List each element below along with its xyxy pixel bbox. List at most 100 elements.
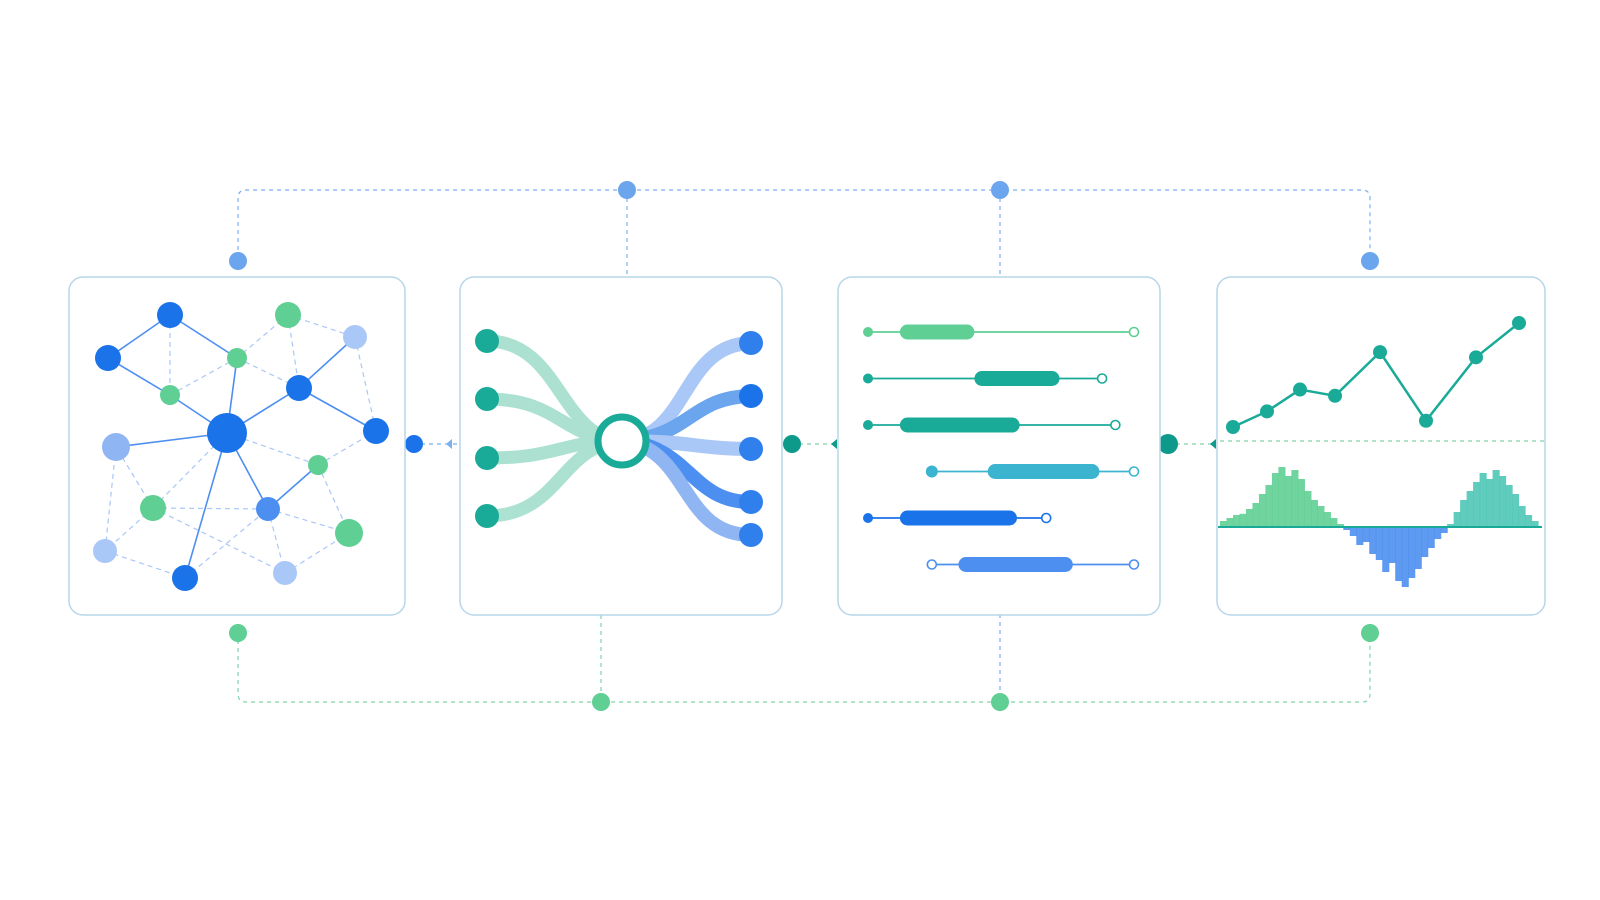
- network-node: [227, 348, 247, 368]
- flow-target-node: [739, 437, 763, 461]
- line-point: [1373, 345, 1387, 360]
- timeline-start-dot: [863, 373, 873, 384]
- timeline-bar: [958, 557, 1073, 572]
- panel-connector-1: [405, 435, 458, 453]
- histogram-bar: [1258, 494, 1267, 527]
- histogram-bar: [1382, 527, 1390, 572]
- bottom-bus-node-4: [1361, 624, 1379, 642]
- network-node: [256, 497, 280, 521]
- connector-node: [405, 435, 423, 453]
- line-point: [1512, 316, 1526, 330]
- timeline-end-dot: [1110, 419, 1121, 431]
- timeline-start-dot: [926, 559, 938, 570]
- histogram-bar: [1492, 470, 1500, 527]
- network-hub-node: [207, 413, 247, 453]
- timeline-row: [863, 510, 1052, 526]
- network-node: [286, 375, 312, 401]
- bottom-bus-node-2: [592, 693, 610, 711]
- flow-target-node: [739, 331, 763, 355]
- timeline-start-dot: [863, 513, 873, 523]
- top-bus-node-4: [1361, 252, 1379, 270]
- histogram-bar: [1291, 470, 1299, 527]
- timeline-bar: [899, 324, 975, 340]
- timeline-start-dot: [925, 465, 938, 478]
- flow-hub-ring-icon: [594, 413, 650, 469]
- network-node: [275, 302, 301, 328]
- arrow-left-icon: [831, 439, 837, 449]
- panel-connector-3: [1158, 434, 1216, 454]
- histogram-bar: [1278, 467, 1286, 527]
- histogram-bar: [1466, 491, 1474, 527]
- histogram-bar: [1447, 524, 1455, 527]
- histogram-bar: [1297, 479, 1305, 527]
- arrow-left-icon: [1210, 439, 1216, 449]
- panel-frame: [837, 276, 1161, 616]
- timeline-row: [925, 464, 1140, 479]
- flow-source-nodes: [475, 329, 499, 528]
- histogram-bar: [1401, 527, 1409, 587]
- timeline-row: [863, 371, 1108, 386]
- bottom-connector-bus: [237, 615, 1371, 703]
- histogram-bar: [1460, 500, 1468, 527]
- histogram-bar: [1271, 473, 1280, 527]
- histogram-bar: [1388, 527, 1396, 563]
- histogram-bar: [1440, 527, 1448, 533]
- flow-source-node: [475, 387, 499, 411]
- panel-frame: [1216, 276, 1546, 616]
- histogram-bar: [1473, 482, 1481, 527]
- histogram-bar: [1323, 512, 1331, 527]
- histogram-bar: [1479, 473, 1487, 527]
- histogram-bar: [1226, 518, 1234, 527]
- network-node: [157, 302, 183, 328]
- line-and-histogram-panel: [1216, 276, 1546, 616]
- network-node: [335, 519, 363, 547]
- network-node: [172, 565, 198, 591]
- timeline-bar: [987, 464, 1100, 479]
- histogram-bar: [1414, 527, 1422, 569]
- histogram-bars: [1220, 467, 1539, 587]
- timeline-panel: [837, 276, 1161, 616]
- flow-merge-panel: [459, 276, 783, 616]
- histogram-bar: [1408, 527, 1416, 578]
- bottom-bus-line: [237, 640, 1371, 703]
- histogram-bar: [1486, 479, 1494, 527]
- timeline-start-dot: [863, 327, 873, 337]
- timeline-end-dot: [1040, 512, 1052, 524]
- arrow-left-icon: [446, 439, 452, 449]
- network-nodes: [93, 302, 389, 591]
- flow-target-nodes: [739, 331, 763, 547]
- timeline-end-dot: [1096, 373, 1108, 384]
- timeline-end-dot: [1128, 326, 1140, 338]
- histogram-bar: [1239, 513, 1247, 527]
- network-node: [363, 418, 389, 444]
- histogram-bar: [1284, 476, 1292, 527]
- histogram-bar: [1525, 515, 1533, 527]
- histogram-bar: [1304, 491, 1312, 527]
- network-node: [273, 561, 297, 585]
- histogram-bar: [1421, 527, 1429, 557]
- flow-source-node: [475, 504, 499, 528]
- top-bus-line: [237, 189, 1371, 262]
- top-bus-node-2: [618, 181, 636, 199]
- histogram-bar: [1531, 521, 1539, 527]
- histogram-bar: [1349, 527, 1357, 536]
- histogram-bar: [1505, 485, 1513, 527]
- network-node: [160, 385, 180, 405]
- histogram-bar: [1232, 515, 1241, 527]
- histogram-bar: [1265, 485, 1273, 527]
- network-node: [93, 539, 117, 563]
- bottom-bus-node-1: [229, 624, 247, 642]
- histogram-bar: [1220, 521, 1228, 527]
- line-point: [1419, 413, 1433, 428]
- line-point: [1226, 420, 1240, 434]
- flow-target-node: [739, 523, 763, 547]
- line-point: [1293, 382, 1307, 397]
- network-graph-panel: [68, 276, 406, 616]
- timeline-start-dot: [863, 420, 873, 430]
- histogram-bar: [1362, 527, 1370, 542]
- histogram-bar: [1427, 527, 1435, 548]
- timeline-end-dot: [1128, 559, 1140, 570]
- timeline-bar: [974, 371, 1060, 386]
